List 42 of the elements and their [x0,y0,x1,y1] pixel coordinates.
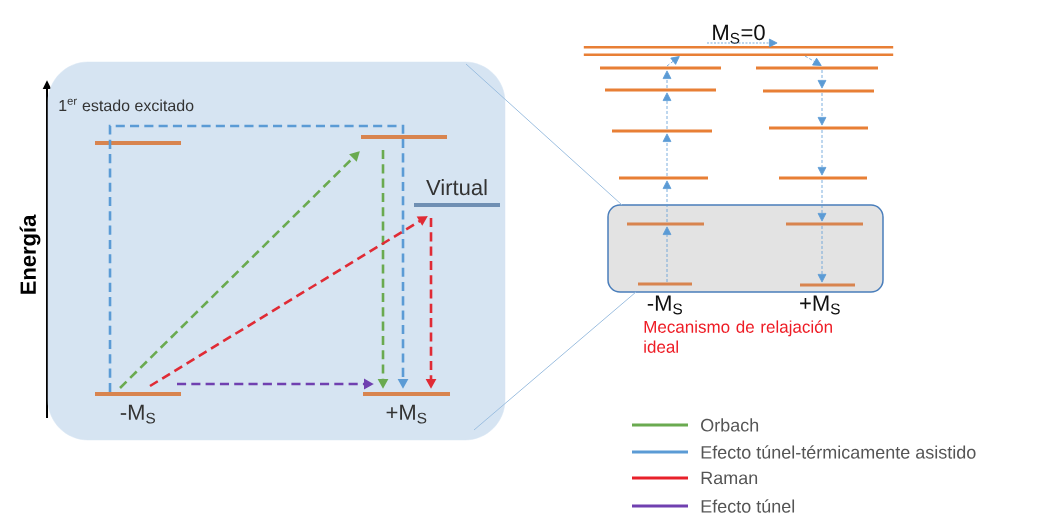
legend-label: Raman [701,471,758,485]
arrow [108,124,409,392]
arrow [662,226,672,283]
energy-level-line: Virtual [414,179,500,207]
caption-text: Mecanismo de relajación ideal [644,320,832,353]
energy-level-line [779,176,867,180]
arrow [666,56,680,67]
arrow [662,180,672,223]
arrow [662,70,672,89]
energy-level-line [605,88,716,92]
state-label: +M$_{S}$ [800,295,840,315]
zoom-line [465,63,623,206]
arrow [817,225,827,283]
level-label: 1$^{er}$ estado excitado [59,98,194,112]
panel-background [47,61,506,441]
energy-level-line: +M$_{S}$ [363,392,450,424]
arrow [817,129,827,176]
arrow [817,92,827,126]
energy-level-line: M$_{S}$=0 [583,24,894,56]
legend-label: Efecto túnel [701,499,795,513]
energy-level-line [612,129,712,133]
arrow [662,133,672,177]
axis-label: Energía [19,214,41,294]
arrow [817,69,827,89]
energy-level-line [786,222,863,226]
energy-level-line [619,176,708,180]
arrow [119,151,360,389]
zoom-line [473,291,637,431]
legend-label: Orbach [701,418,759,432]
energy-level-line [638,282,692,286]
energy-level-line [600,66,721,70]
arrow [804,55,822,66]
panel-background [607,204,884,293]
energy-level-line [800,283,855,287]
energy-level-line: -M$_{S}$ [95,392,181,424]
arrow [817,179,827,222]
energy-level-line [627,222,704,226]
arrow [662,92,672,130]
energy-level-line [756,66,878,70]
energy-level-line [763,89,874,93]
state-label: -M$_{S}$ [647,295,682,315]
legend-label: Efecto túnel-térmicamente asistido [701,445,976,459]
